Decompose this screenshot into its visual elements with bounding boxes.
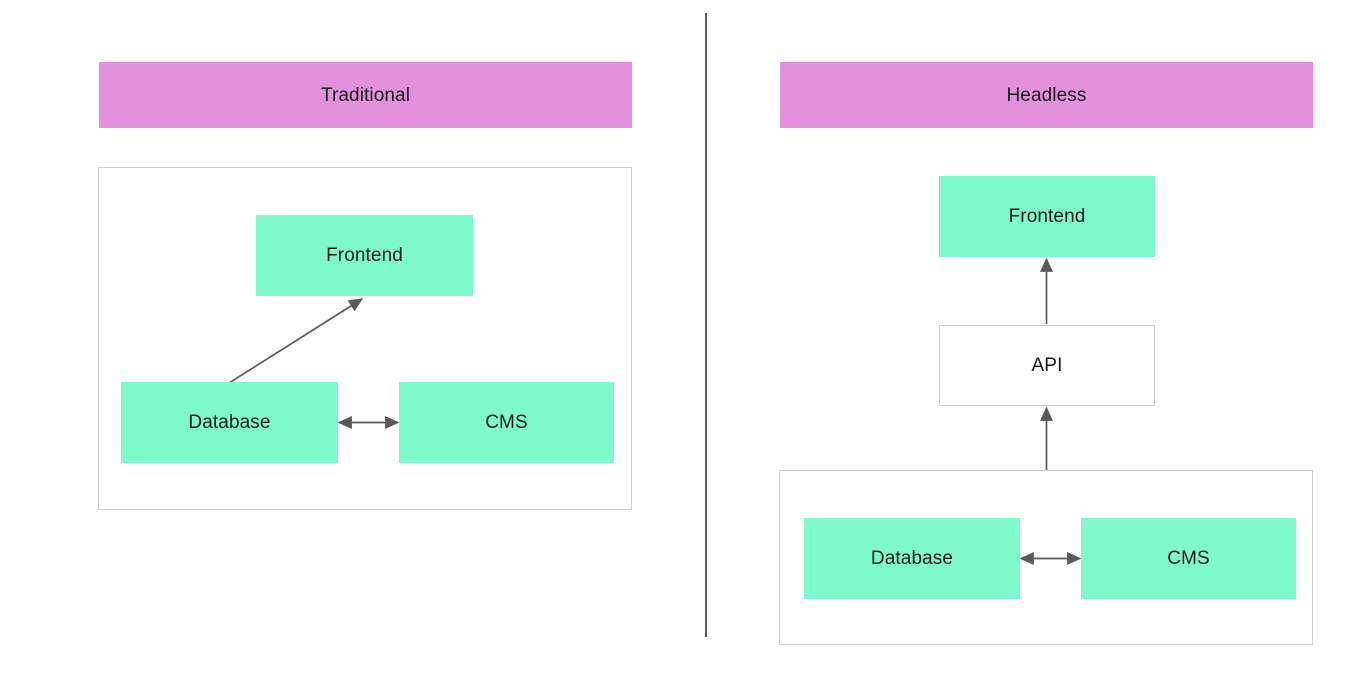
node-database-traditional: Database — [121, 382, 338, 463]
panel-banner-headless: Headless — [780, 62, 1313, 128]
node-cms-traditional: CMS — [399, 382, 614, 463]
node-cms-headless: CMS — [1081, 518, 1296, 599]
node-frontend-traditional: Frontend — [256, 215, 473, 296]
node-frontend-headless: Frontend — [939, 176, 1155, 257]
node-api-headless: API — [939, 325, 1155, 406]
panel-divider — [705, 13, 707, 637]
traditional-system-group — [98, 167, 632, 510]
headless-backend-group — [779, 470, 1313, 645]
panel-banner-traditional: Traditional — [99, 62, 632, 128]
node-database-headless: Database — [804, 518, 1020, 599]
